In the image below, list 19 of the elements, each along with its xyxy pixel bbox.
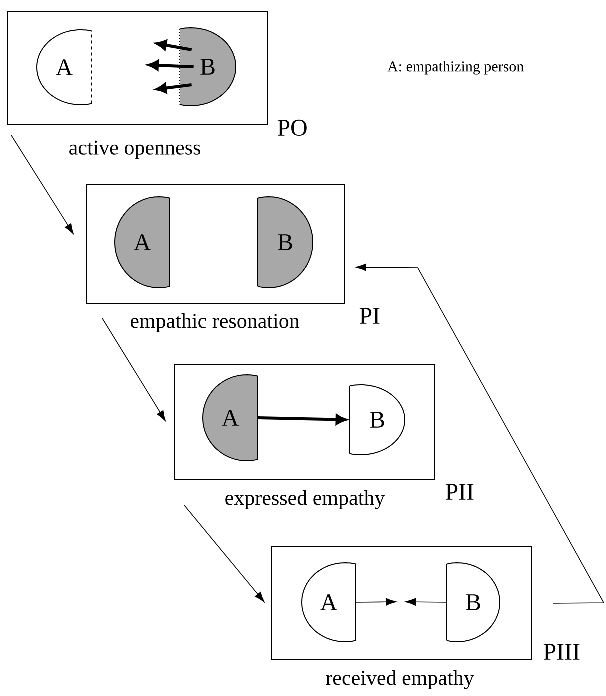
arrow <box>356 264 605 604</box>
arrow <box>102 318 166 422</box>
arrow <box>156 40 192 52</box>
arrow <box>156 83 192 94</box>
arrow <box>184 505 265 602</box>
node-label: active openness <box>70 140 200 160</box>
arrow <box>258 414 346 425</box>
node-label: PI <box>360 308 380 324</box>
node-label: empathic resonation <box>130 313 300 333</box>
node-label: PO <box>278 120 307 136</box>
arrow <box>405 598 448 606</box>
arrow <box>356 598 397 606</box>
node-label: PII <box>446 484 474 500</box>
arrow <box>148 60 194 71</box>
legend-note: A: empathizing person <box>388 61 524 75</box>
arrow <box>11 135 74 234</box>
node-label: expressed empathy <box>226 490 386 510</box>
node-label: received empathy <box>326 670 474 690</box>
node-label: PIII <box>544 644 580 660</box>
